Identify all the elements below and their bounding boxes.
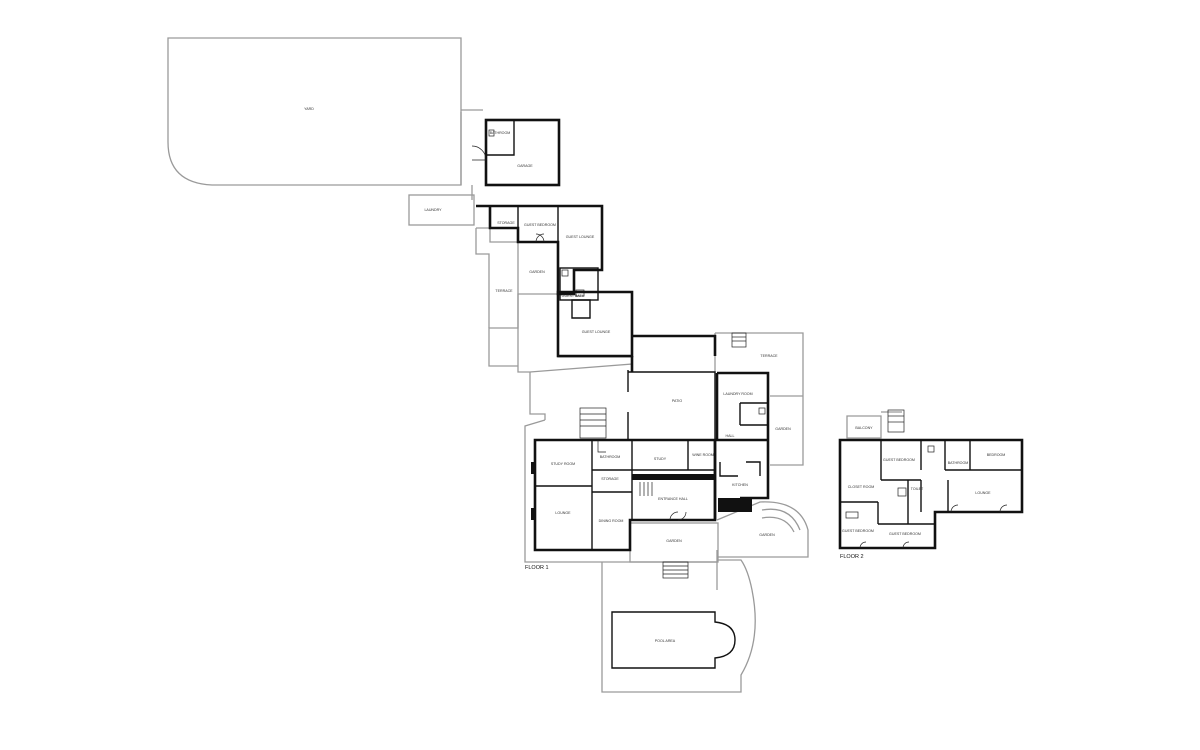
pool-area-outline <box>601 559 756 693</box>
terrace-outline <box>476 227 519 367</box>
steps-top-right <box>731 332 747 348</box>
label-f2-bedroom: BEDROOM <box>987 453 1006 457</box>
guest-door <box>535 233 545 243</box>
floor2-label: FLOOR 2 <box>840 554 864 560</box>
label-garden-top: GARDEN <box>529 270 545 274</box>
outdoor-areas <box>167 37 809 693</box>
floor-labels: FLOOR 1 FLOOR 2 <box>525 554 864 571</box>
f2-doors <box>859 504 1008 549</box>
fireplace-1 <box>531 462 535 474</box>
label-guest-bedroom: GUEST BEDROOM <box>524 223 556 227</box>
label-bathroom-f1: BATHROOM <box>600 455 621 459</box>
bathroom-door <box>597 440 606 453</box>
room-labels: YARD LAUNDRY BATHROOM GARAGE STORAGE GUE… <box>304 107 1005 643</box>
floor1-envelope <box>524 419 718 563</box>
f2-wc <box>897 487 907 497</box>
stair-treads <box>639 482 653 496</box>
label-f2-toilet: TOILET <box>911 487 924 491</box>
floor1-label: FLOOR 1 <box>525 565 549 571</box>
hall-walls <box>630 334 717 372</box>
label-f2-guest-bedroom-bl: GUEST BEDROOM <box>842 529 874 533</box>
f2-outer <box>838 438 1024 550</box>
floor1-walls <box>471 118 770 552</box>
fireplace-2 <box>531 508 535 520</box>
garden-curve-outline <box>716 501 809 558</box>
label-f2-guest-bedroom-bm: GUEST BEDROOM <box>889 532 921 536</box>
f2-partitions <box>840 440 1022 525</box>
garage-walls <box>484 118 561 187</box>
main-stair <box>632 474 714 480</box>
laundry-fixture <box>758 407 766 415</box>
label-garden-bottom: GARDEN <box>666 539 682 543</box>
garage-toilet <box>488 129 495 137</box>
laundry-outline <box>408 194 475 226</box>
label-garage: GARAGE <box>517 164 533 168</box>
garage-door <box>471 145 487 161</box>
yard-connector <box>460 109 483 200</box>
label-pool: POOL AREA <box>655 639 676 643</box>
kitchen-counter <box>719 461 761 477</box>
yard-outline <box>167 37 462 186</box>
steps-bottom <box>662 561 689 579</box>
label-guest-lounge-mid: GUEST LOUNGE <box>582 330 611 334</box>
f2-balcony <box>846 411 902 439</box>
f2-closet <box>845 511 859 519</box>
laundry-room-walls <box>715 371 770 500</box>
label-patio: PATIO <box>672 399 682 403</box>
garage-bath-walls <box>486 120 515 156</box>
hall-body <box>627 370 716 440</box>
f2-steps <box>887 409 905 433</box>
label-kitchen: KITCHEN <box>732 483 748 487</box>
guest-wing-walls <box>476 204 604 296</box>
guest-lounge-inner <box>571 299 591 319</box>
label-study-room: STUDY ROOM <box>551 462 575 466</box>
label-hall: HALL <box>726 434 735 438</box>
main-house-partitions <box>535 440 715 550</box>
label-laundry: LAUNDRY <box>424 208 442 212</box>
label-storage: STORAGE <box>497 221 515 225</box>
label-lounge: LOUNGE <box>555 511 571 515</box>
label-dining-room: DINING ROOM <box>599 519 624 523</box>
f2-toilet-fixture <box>927 445 935 453</box>
label-entrance-hall: ENTRANCE HALL <box>658 497 688 501</box>
patio-outline <box>517 293 633 373</box>
label-f2-closet-room: CLOSET ROOM <box>848 485 875 489</box>
entrance-door <box>669 511 687 521</box>
label-f2-guest-bedroom: GUEST BEDROOM <box>883 458 915 462</box>
laundry-inner <box>739 402 768 426</box>
bath-fixture-1 <box>561 269 569 277</box>
label-f2-balcony: BALCONY <box>855 426 873 430</box>
label-terrace-right: TERRACE <box>760 354 778 358</box>
main-house-walls <box>533 438 717 552</box>
terrace-outline-2 <box>475 228 490 328</box>
guest-wing-partitions <box>490 206 559 243</box>
label-garden-right: GARDEN <box>775 427 791 431</box>
kitchen-stair-block <box>718 498 752 512</box>
label-laundry-room: LAUNDRY ROOM <box>723 392 752 396</box>
guest-lounge-walls <box>556 290 634 358</box>
label-f2-bathroom: BATHROOM <box>948 461 969 465</box>
label-garden-curve: GARDEN <box>759 533 775 537</box>
label-bath-garage: BATHROOM <box>490 131 511 135</box>
garden-curve-inner <box>761 508 801 533</box>
pool-outline <box>611 611 736 669</box>
terrace-right-outline <box>715 332 804 466</box>
label-f2-lounge: LOUNGE <box>975 491 991 495</box>
patio-lower <box>529 372 546 420</box>
label-terrace: TERRACE <box>495 289 513 293</box>
label-wine-room: WINE ROOM <box>692 453 714 457</box>
floor2-walls <box>838 409 1024 550</box>
label-study: STUDY <box>654 457 667 461</box>
steps-left <box>579 407 607 439</box>
label-yard: YARD <box>304 107 314 111</box>
label-guest-bath: GUEST BATH <box>562 294 585 298</box>
label-guest-lounge-top: GUEST LOUNGE <box>566 235 595 239</box>
label-storage-f1: STORAGE <box>601 477 619 481</box>
